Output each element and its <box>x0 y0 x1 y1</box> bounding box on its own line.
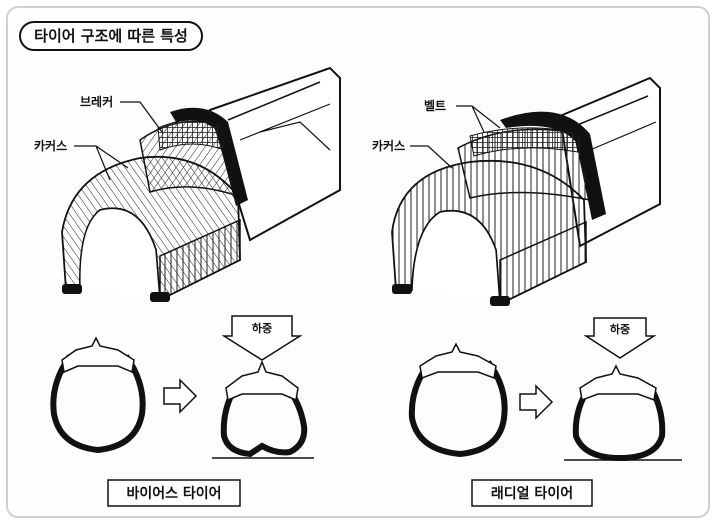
bias-load-arrow: 하중 <box>221 315 303 361</box>
radial-carcass-callout: 카커스 <box>372 138 453 169</box>
radial-tire-cutaway <box>391 76 661 306</box>
radial-belt-label: 벨트 <box>424 98 446 113</box>
bias-breaker-label: 브레커 <box>80 94 113 109</box>
radial-caption: 래디얼 타이어 <box>491 485 573 502</box>
title-box: 타이어 구조에 따른 특성 <box>19 21 203 51</box>
bias-section-loaded <box>212 359 314 459</box>
bias-breaker-callout: 브레커 <box>80 94 163 133</box>
radial-belt-callout: 벨트 <box>424 98 501 133</box>
radial-carcass-label: 카커스 <box>372 138 405 153</box>
radial-caption-box: 래디얼 타이어 <box>471 479 593 507</box>
radial-section-loaded <box>564 364 682 462</box>
bias-caption: 바이어스 타이어 <box>126 485 221 502</box>
diagram-title: 타이어 구조에 따른 특성 <box>34 27 188 45</box>
bias-caption-box: 바이어스 타이어 <box>107 479 241 507</box>
bias-tire-cutaway <box>61 66 341 302</box>
bias-load-label: 하중 <box>252 321 272 335</box>
bias-section-unloaded <box>50 336 146 454</box>
radial-load-arrow: 하중 <box>583 317 657 359</box>
bias-carcass-label: 카커스 <box>34 138 67 153</box>
radial-section-unloaded <box>408 342 508 458</box>
radial-load-label: 하중 <box>610 322 630 336</box>
bias-carcass-callout: 카커스 <box>34 138 129 181</box>
bias-arrow <box>163 378 198 414</box>
radial-arrow <box>519 384 554 420</box>
